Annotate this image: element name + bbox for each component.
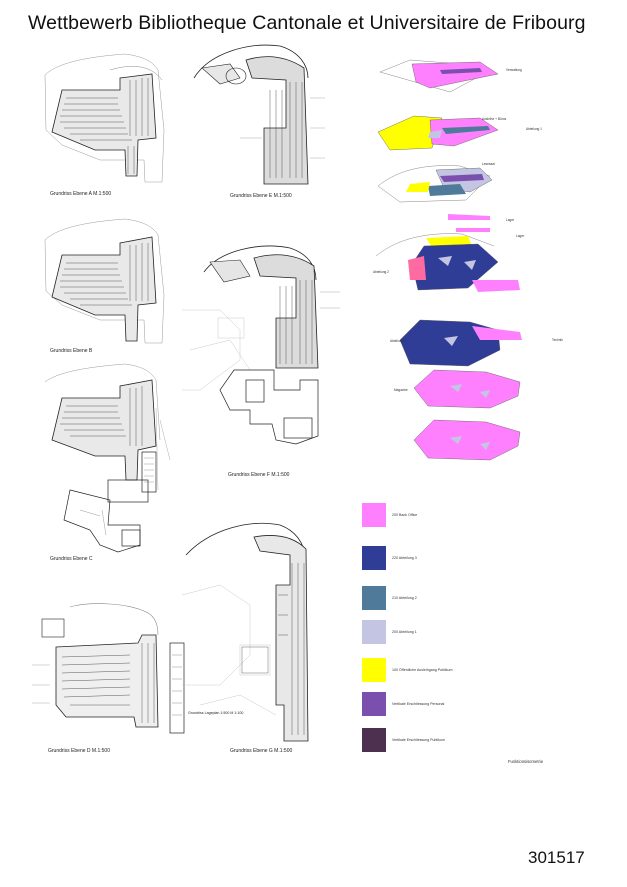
- caption-situation: Grundriss Lageplan 1:500 M 1:100: [188, 711, 244, 715]
- iso-diagram-verwaltung: [379, 59, 499, 93]
- caption-ebene-c: Grundriss Ebene C: [50, 556, 93, 562]
- poster-title: Wettbewerb Bibliotheque Cantonale et Uni…: [28, 12, 586, 34]
- label-technik: Technik: [552, 338, 563, 342]
- iso-diagram-abteilung3: [399, 319, 522, 367]
- label-abteilung3: Abteilung 3: [390, 339, 406, 343]
- legend-label: Vertikale Erschliessung Publikum: [392, 738, 445, 742]
- legend-swatch: [362, 728, 386, 752]
- legend-swatch: [362, 586, 386, 610]
- iso-diagram-magazine: [413, 369, 521, 409]
- legend-label: 200 Abteilung 1: [392, 630, 417, 634]
- legend-swatch: [362, 620, 386, 644]
- caption-funktionsisometrie: Funktionsisometrie: [508, 759, 544, 764]
- label-magazine: Magazine: [394, 388, 408, 392]
- legend-swatch: [362, 546, 386, 570]
- legend-swatch: [362, 692, 386, 716]
- caption-ebene-b: Grundriss Ebene B: [50, 348, 93, 354]
- iso-diagram-ausleihe: [377, 115, 499, 151]
- floorplan-ebene-g: [181, 522, 309, 742]
- caption-ebene-f: Grundriss Ebene F M.1:500: [228, 472, 290, 478]
- label-lesesaal: Lesesaal: [482, 162, 495, 166]
- legend-label: 100 Öffentliche Ausleihgang Publikum: [392, 668, 453, 672]
- label-lager-mid: Lager: [516, 234, 525, 238]
- iso-diagram-lesesaal: [377, 165, 493, 203]
- caption-ebene-d: Grundriss Ebene D M.1:500: [48, 748, 110, 754]
- floorplan-ebene-b: [44, 218, 165, 344]
- legend-label: 220 Abteilung 3: [392, 556, 417, 560]
- floorplan-ebene-f: [182, 245, 340, 445]
- label-ausleihe: Ausleihe + Büros: [482, 117, 507, 121]
- legend-swatch: [362, 658, 386, 682]
- label-abteilung2: Abteilung 2: [373, 270, 389, 274]
- legend-label: 200 Back Office: [392, 513, 418, 517]
- label-lager-top: Lager: [506, 218, 515, 222]
- legend-label: 210 Abteilung 2: [392, 596, 417, 600]
- caption-ebene-a: Grundriss Ebene A M.1:500: [50, 191, 112, 197]
- label-verwaltung: Verwaltung: [506, 68, 522, 72]
- caption-ebene-e: Grundriss Ebene E M.1:500: [230, 193, 292, 199]
- floorplan-ebene-e: [193, 44, 325, 185]
- floorplan-ebene-a: [44, 53, 165, 183]
- floorplan-ebene-c: [44, 363, 171, 553]
- legend-swatch: [362, 503, 386, 527]
- iso-diagram-abteilung2: [375, 214, 520, 292]
- floorplan-ebene-d: [32, 603, 185, 734]
- iso-diagram-magazin: [413, 419, 521, 461]
- label-abteilung1: Abteilung 1: [526, 127, 542, 131]
- caption-ebene-g: Grundriss Ebene G M.1:500: [230, 748, 293, 754]
- project-number: 301517: [528, 848, 585, 867]
- legend-label: Vertikale Erschliessung Personal: [392, 702, 445, 706]
